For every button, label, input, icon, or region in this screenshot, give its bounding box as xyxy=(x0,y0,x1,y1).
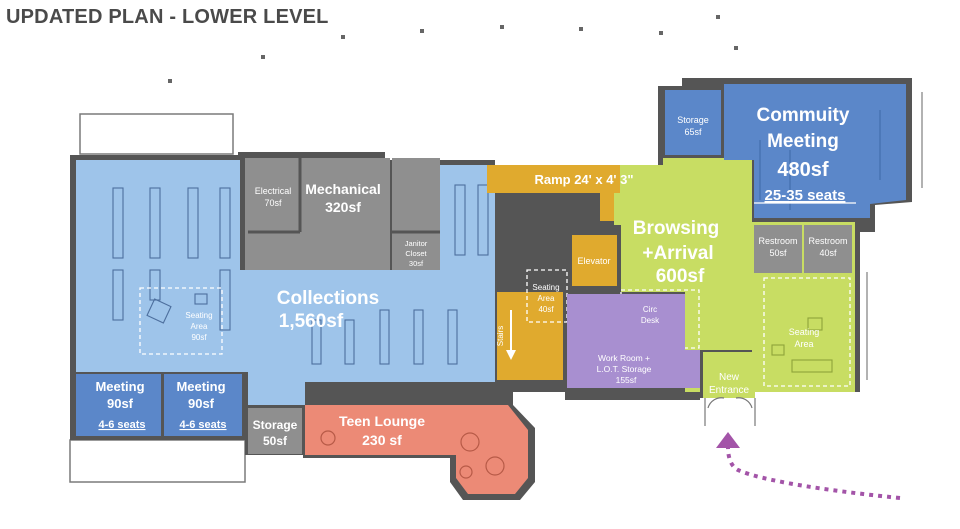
seating-left-name-1: Seating xyxy=(185,311,212,320)
meeting-2-name: Meeting xyxy=(176,379,225,394)
seating-left-area: 90sf xyxy=(191,333,207,342)
mechanical-area: 320sf xyxy=(325,199,361,215)
seating-mid-name-2: Area xyxy=(538,294,555,303)
terrace-outline xyxy=(79,113,234,155)
mechanical-block xyxy=(245,158,390,270)
seating-right-name-1: Seating xyxy=(789,327,820,337)
ramp-link xyxy=(600,193,614,221)
restroom-1-name: Restroom xyxy=(758,236,797,246)
patio-outline xyxy=(69,439,246,483)
new-entrance-vestibule xyxy=(703,352,755,398)
seating-mid-area: 40sf xyxy=(538,305,554,314)
restroom-1-area: 50sf xyxy=(769,248,787,258)
collections-shelving xyxy=(112,184,489,365)
community-meeting-room xyxy=(724,84,906,218)
seating-right-name-2: Area xyxy=(794,339,813,349)
browsing-name-2: +Arrival xyxy=(642,243,713,264)
community-seating-rows xyxy=(759,110,881,210)
entrance-name-2: Entrance xyxy=(709,385,749,396)
janitor-name-1: Janitor xyxy=(405,239,428,248)
entrance-name-1: New xyxy=(719,372,740,383)
seating-left-name-2: Area xyxy=(191,322,208,331)
storage-bottom-name: Storage xyxy=(253,418,298,432)
seating-area-left-outline xyxy=(139,287,223,355)
elevator-car xyxy=(572,235,617,286)
community-name-1: Commuity xyxy=(757,105,850,126)
collections-name: Collections xyxy=(277,288,379,309)
circ-name-2: Desk xyxy=(641,316,660,325)
browsing-arrival-area xyxy=(614,158,855,392)
browsing-name-1: Browsing xyxy=(633,218,720,239)
workroom-name-1: Work Room + xyxy=(598,353,650,363)
storage-top-room xyxy=(665,90,721,155)
seating-mid-name-1: Seating xyxy=(532,283,559,292)
workroom-name-2: L.O.T. Storage xyxy=(597,364,652,374)
community-area: 480sf xyxy=(777,159,828,181)
meeting-1-name: Meeting xyxy=(95,379,144,394)
meeting-room-2 xyxy=(164,374,242,436)
stairs-area xyxy=(497,292,563,380)
collections-area xyxy=(76,160,495,405)
workroom-area: 155sf xyxy=(616,375,637,385)
meeting-2-seats: 4-6 seats xyxy=(179,419,226,431)
community-name-2: Meeting xyxy=(767,131,839,152)
restroom-2 xyxy=(804,225,852,273)
storage-top-name: Storage xyxy=(677,115,709,125)
browsing-area: 600sf xyxy=(656,266,705,287)
community-seats: 25-35 seats xyxy=(765,187,846,204)
restroom-2-name: Restroom xyxy=(808,236,847,246)
meeting-2-area: 90sf xyxy=(188,396,215,411)
mechanical-name: Mechanical xyxy=(305,181,380,197)
storage-bottom-room xyxy=(248,408,302,454)
collections-area: 1,560sf xyxy=(279,311,344,332)
janitor-block xyxy=(392,158,440,270)
site-dots xyxy=(168,15,738,83)
restroom-2-area: 40sf xyxy=(819,248,837,258)
plan-title: UPDATED PLAN - LOWER LEVEL xyxy=(6,6,329,28)
stairs-arrow xyxy=(506,310,516,360)
storage-bottom-area: 50sf xyxy=(263,434,288,448)
meeting-room-1 xyxy=(76,374,161,436)
work-room xyxy=(567,294,685,388)
seating-area-right-outline xyxy=(763,277,851,387)
meeting-1-area: 90sf xyxy=(107,396,134,411)
teen-lounge-area: 230 sf xyxy=(362,432,402,448)
stairs-label: Stairs xyxy=(496,326,505,346)
electrical-name: Electrical xyxy=(255,186,292,196)
storage-top-area: 65sf xyxy=(684,127,702,137)
electrical-area: 70sf xyxy=(264,198,282,208)
ramp-label: Ramp 24' x 4' 3" xyxy=(534,172,633,187)
elevator-label: Elevator xyxy=(577,256,610,266)
janitor-area: 30sf xyxy=(409,259,424,268)
janitor-name-2: Closet xyxy=(405,249,427,258)
meeting-1-seats: 4-6 seats xyxy=(98,419,145,431)
entry-path-arrow xyxy=(716,432,901,500)
teen-lounge-name: Teen Lounge xyxy=(339,413,425,429)
circ-name-1: Circ xyxy=(643,305,657,314)
restroom-1 xyxy=(754,225,802,273)
teen-lounge-furniture xyxy=(320,430,505,479)
